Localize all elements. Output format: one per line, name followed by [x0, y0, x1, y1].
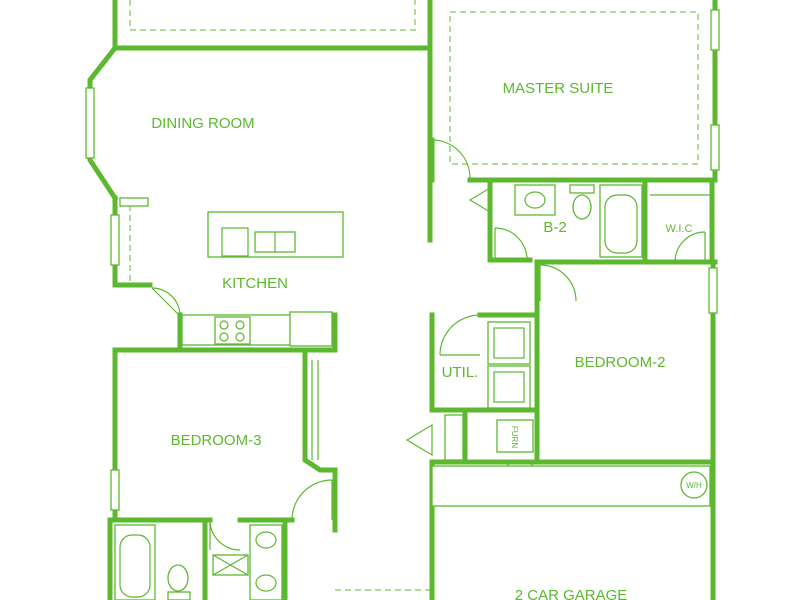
label-garage: 2 CAR GARAGE	[515, 587, 628, 600]
burner-1	[219, 320, 229, 330]
fixtures	[114, 184, 711, 600]
dining-window	[85, 87, 95, 159]
bath3-toilet-tank	[167, 591, 191, 600]
bedroom2-window	[708, 267, 718, 314]
dishwasher	[221, 227, 249, 257]
bath3-door-swing	[209, 519, 241, 551]
label-bath-2: B-2	[543, 219, 566, 236]
pantry-door-swing	[151, 287, 181, 317]
burner-3	[219, 332, 229, 342]
dryer	[487, 365, 531, 409]
ceiling-lines	[129, 0, 699, 591]
walls	[87, 0, 718, 600]
label-water-heater: W/H	[686, 481, 702, 490]
label-bedroom-2: BEDROOM-2	[575, 354, 666, 371]
bedroom3-door-swing	[291, 479, 333, 521]
furnace	[496, 419, 534, 453]
master-door-swing	[431, 139, 471, 179]
bath2-door-swing	[494, 227, 528, 261]
label-kitchen: KITCHEN	[222, 275, 288, 292]
range-cooktop	[214, 316, 251, 345]
bedroom3-window	[110, 469, 120, 511]
label-wic: W.I.C	[666, 223, 693, 235]
master-window-1	[710, 9, 720, 51]
burner-4	[235, 332, 245, 342]
bath3-tub	[114, 524, 156, 600]
kitchen-window	[110, 214, 120, 266]
linen-x2	[212, 554, 249, 576]
water-heater	[680, 471, 708, 499]
bath3-tub-inner	[119, 534, 151, 598]
water-heater-platform	[431, 465, 711, 507]
label-master-suite: MASTER SUITE	[503, 80, 614, 97]
label-furnace: FURN	[510, 426, 519, 448]
wic-door-swing	[674, 231, 706, 263]
room-labels: DINING ROOM MASTER SUITE KITCHEN B-2 W.I…	[151, 80, 702, 600]
kitchen-door-opening	[119, 197, 149, 207]
bath2-toilet-tank	[569, 184, 595, 194]
util-shelf	[444, 414, 464, 461]
bath3-vanity	[249, 524, 283, 600]
windows	[85, 9, 720, 511]
label-utility: UTIL.	[442, 364, 479, 381]
dining-ceiling-dashed	[129, 0, 416, 31]
bath2-tub-inner	[604, 194, 638, 254]
bath3-sink-2	[255, 574, 277, 592]
bath3-toilet	[167, 564, 189, 592]
master-ceiling-dashed	[449, 11, 699, 165]
label-dining-room: DINING ROOM	[151, 115, 254, 132]
burner-2	[235, 320, 245, 330]
refrigerator	[289, 311, 333, 347]
master-window-2	[710, 124, 720, 171]
washer-inner	[493, 327, 525, 359]
wall-bedroom3-closet	[302, 352, 338, 533]
dryer-inner	[493, 371, 525, 403]
washer	[487, 321, 531, 365]
bath2-vanity	[514, 184, 556, 216]
util-door-swing	[439, 314, 481, 356]
linen-door	[468, 186, 491, 214]
bath2-toilet	[572, 194, 592, 220]
bath3-sink-1	[255, 531, 277, 549]
bath2-sink	[524, 191, 546, 209]
closet-door-swing	[405, 423, 433, 457]
bath2-tub	[599, 184, 643, 258]
bedroom2-door-swing	[539, 264, 577, 302]
wall-dining-west	[87, 0, 119, 202]
label-bedroom-3: BEDROOM-3	[171, 432, 262, 449]
